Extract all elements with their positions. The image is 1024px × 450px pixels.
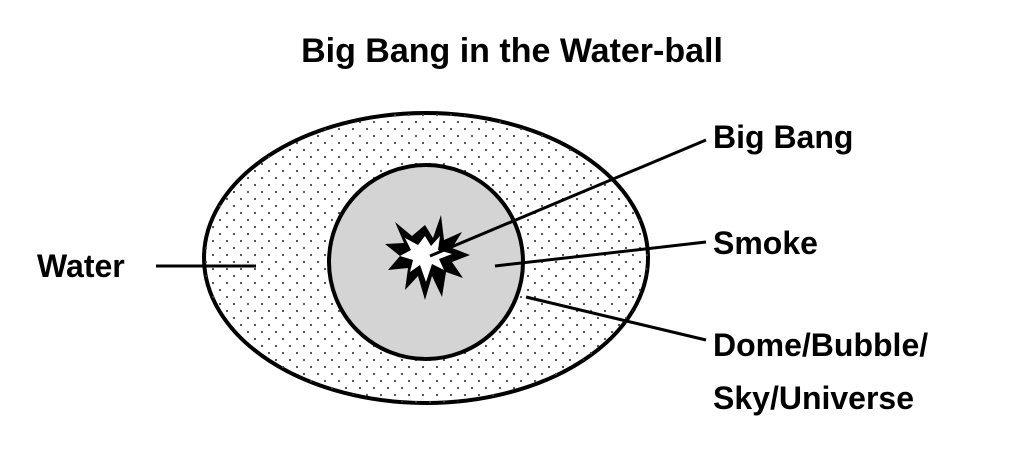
- label-big-bang: Big Bang: [713, 119, 853, 155]
- label-water: Water: [37, 248, 125, 284]
- diagram-title: Big Bang in the Water-ball: [301, 32, 723, 70]
- label-dome-line1: Dome/Bubble/: [713, 327, 928, 363]
- starburst-core: [400, 236, 452, 282]
- label-smoke: Smoke: [713, 225, 818, 261]
- big-bang-leader-line: [429, 138, 707, 258]
- label-dome-line2: Sky/Universe: [713, 380, 914, 416]
- dome-leader-line: [525, 295, 707, 342]
- smoke-leader-line: [494, 240, 707, 268]
